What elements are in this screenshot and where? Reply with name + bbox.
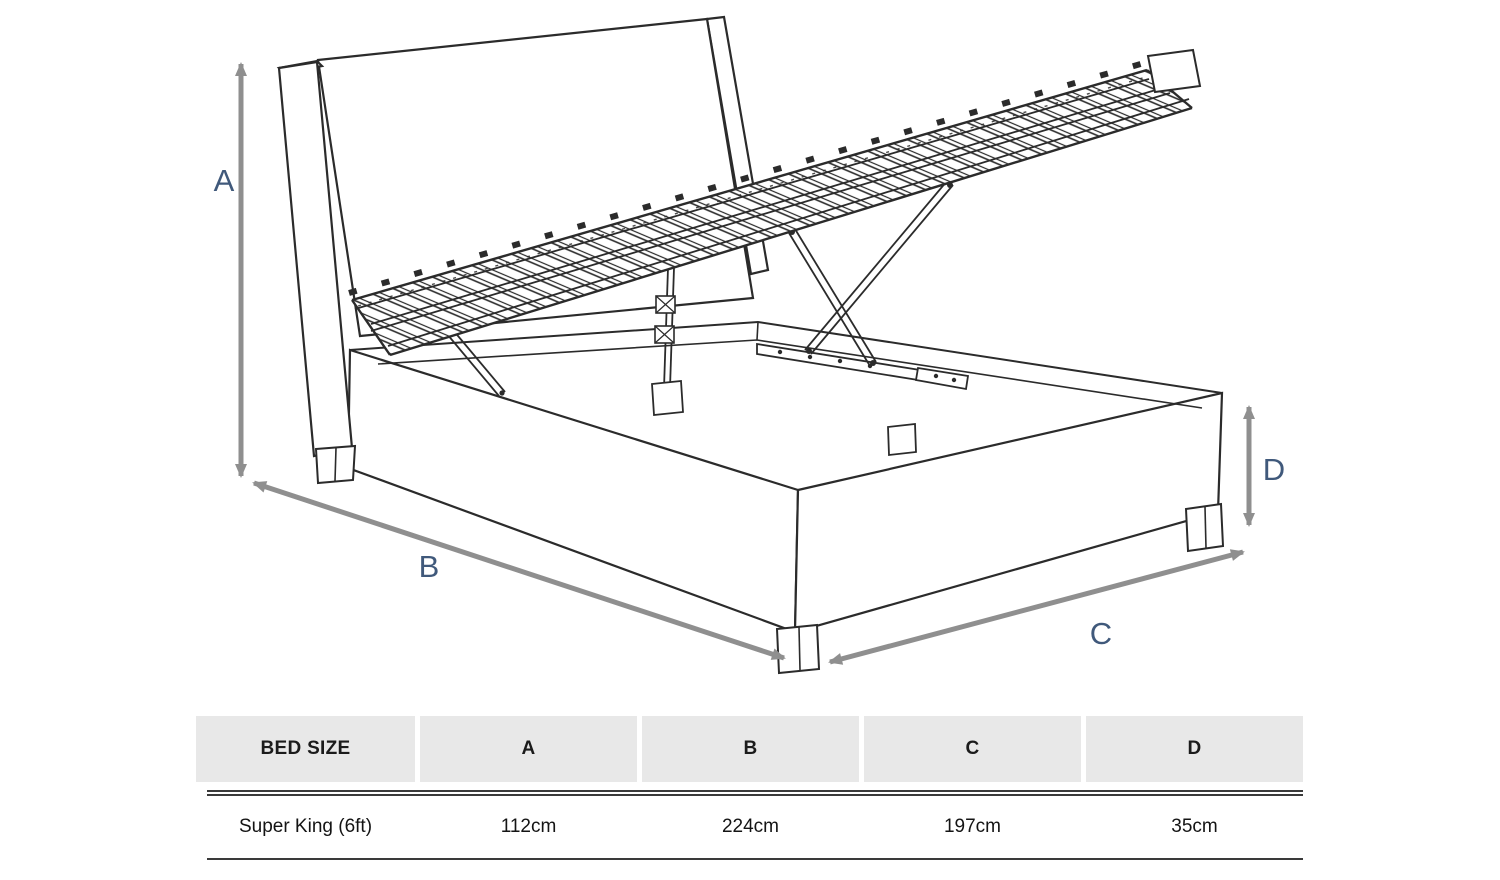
header-cell-d: D	[1086, 716, 1303, 782]
platform-rail-inner-bottom	[387, 98, 1190, 347]
header-cell-c: C	[864, 716, 1081, 782]
platform-tip-bracket	[1146, 48, 1202, 94]
table-bottom-rule	[207, 858, 1303, 860]
table-row: Super King (6ft) 112cm 224cm 197cm 35cm	[196, 796, 1303, 858]
header-divider-rule	[207, 790, 1303, 796]
bed-feet	[775, 422, 1225, 675]
gas-strut-rear	[788, 180, 954, 367]
platform-rail-outer-top	[351, 68, 1148, 302]
platform-center-rail-a	[370, 85, 1170, 325]
platform-rail-inner-top	[354, 78, 1150, 310]
table-header-row: BED SIZE A B C D	[196, 716, 1303, 782]
platform-center-rail-b	[370, 92, 1171, 332]
cell-b-value: 224cm	[721, 816, 780, 837]
dimension-label-a: A	[214, 163, 235, 198]
dimension-label-c: C	[1090, 616, 1112, 651]
header-cell-b: B	[642, 716, 859, 782]
headboard-side-post	[276, 59, 357, 485]
slatted-base-platform	[348, 48, 1202, 357]
header-cell-a: A	[420, 716, 637, 782]
dimension-arrow-b	[252, 480, 786, 661]
platform-hinge-end	[351, 299, 391, 356]
bed-size-table: BED SIZE A B C D Super King (6ft) 112cm …	[196, 716, 1303, 860]
cell-bed-size-value: Super King (6ft)	[238, 816, 373, 837]
base-box-right-face	[793, 391, 1224, 634]
dimension-arrow-c	[828, 549, 1245, 665]
dimension-label-b: B	[419, 549, 440, 584]
platform-rail-outer-bottom	[389, 106, 1193, 357]
slat-end-nubs	[348, 60, 1145, 296]
bed-dimension-diagram: A B C D	[214, 15, 1285, 675]
hinge-bracket	[651, 267, 684, 416]
cell-a-value: 112cm	[500, 816, 557, 837]
floor-bracket	[756, 342, 970, 391]
dimension-label-d: D	[1263, 452, 1285, 487]
cell-c-value: 197cm	[943, 816, 1002, 837]
header-rule-gap	[196, 782, 1303, 790]
header-cell-bed-size: BED SIZE	[196, 716, 415, 782]
cell-d-value: 35cm	[1171, 816, 1218, 837]
storage-wall-thickness	[756, 321, 759, 341]
lift-mechanism	[446, 180, 970, 416]
dimension-arrows: A B C D	[214, 62, 1285, 665]
platform-rail-holes	[357, 76, 1147, 307]
